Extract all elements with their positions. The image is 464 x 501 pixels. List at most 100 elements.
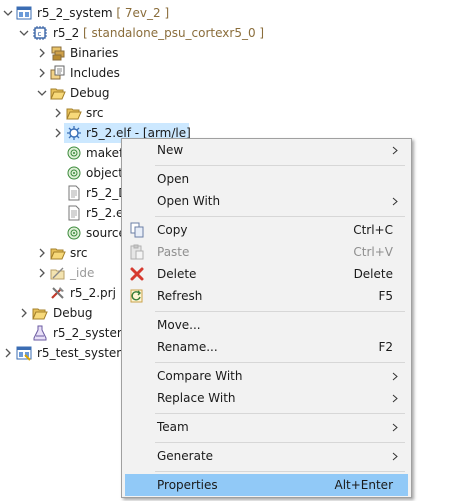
tree-label: source xyxy=(86,226,126,240)
tree-item-r5_2_el[interactable]: r5_2.el xyxy=(0,203,127,223)
tree-item-r5_2_d[interactable]: r5_2_D xyxy=(0,183,127,203)
includes-icon xyxy=(50,65,65,80)
folder-ignored-icon xyxy=(50,267,65,280)
project-name: r5_2 xyxy=(53,26,80,40)
menu-item-shortcut: Delete xyxy=(353,267,393,281)
makefile-icon xyxy=(67,226,81,240)
tree-label: Binaries xyxy=(70,46,119,60)
system-project-icon xyxy=(16,6,32,20)
tree-label: r5_2.prj xyxy=(70,286,116,300)
menu-item-rename[interactable]: Rename... F2 xyxy=(125,336,408,358)
menu-item-label: Refresh xyxy=(157,289,203,303)
text-file-icon xyxy=(68,205,80,221)
copy-icon xyxy=(130,222,144,238)
project-settings-icon xyxy=(51,287,64,299)
tree-item-objects[interactable]: object xyxy=(0,163,123,183)
tree-label: _ide xyxy=(70,266,95,280)
menu-item-new[interactable]: New xyxy=(125,139,408,161)
menu-item-move[interactable]: Move... xyxy=(125,314,408,336)
tree-label: Debug xyxy=(53,306,93,320)
tree-item-r5_2_system[interactable]: r5_2_system [ 7ev_2 ] xyxy=(0,3,250,23)
delete-icon xyxy=(130,267,144,281)
menu-item-generate[interactable]: Generate xyxy=(125,445,408,467)
collapsed-chevron-icon[interactable] xyxy=(52,123,64,143)
menu-item-label: Open With xyxy=(157,194,221,208)
menu-item-shortcut: Alt+Enter xyxy=(334,478,393,492)
menu-item-replace-with[interactable]: Replace With xyxy=(125,387,408,409)
menu-item-copy[interactable]: Copy Ctrl+C xyxy=(125,219,408,241)
menu-separator xyxy=(155,471,405,472)
tree-item-makefile[interactable]: makef xyxy=(0,143,123,163)
menu-item-label: Move... xyxy=(157,318,201,332)
application-project-icon: c xyxy=(33,26,47,40)
menu-item-open[interactable]: Open xyxy=(125,168,408,190)
folder-icon xyxy=(66,108,82,120)
system-project-icon xyxy=(16,346,32,361)
menu-item-refresh[interactable]: Refresh F5 xyxy=(125,285,408,307)
collapsed-chevron-icon[interactable] xyxy=(2,343,14,363)
tree-item-elf-controls[interactable] xyxy=(0,123,64,143)
refresh-icon xyxy=(130,289,143,303)
tree-item-includes[interactable]: Includes xyxy=(0,63,200,83)
submenu-arrow-icon xyxy=(392,394,398,403)
menu-separator xyxy=(155,216,405,217)
menu-item-label: Compare With xyxy=(157,369,243,383)
project-decoration: [ standalone_psu_cortexr5_0 ] xyxy=(83,26,265,40)
tree-label: Debug xyxy=(70,86,110,100)
tree-item-sources[interactable]: source xyxy=(0,223,126,243)
collapsed-chevron-icon[interactable] xyxy=(36,63,48,83)
menu-item-label: New xyxy=(157,143,184,157)
tree-label: Includes xyxy=(70,66,120,80)
tree-item-debug-src[interactable]: src xyxy=(0,103,200,123)
menu-separator xyxy=(155,413,405,414)
menu-item-compare-with[interactable]: Compare With xyxy=(125,365,408,387)
tree-item-debug[interactable]: Debug xyxy=(0,83,200,103)
tree-label: object xyxy=(86,166,123,180)
tree-label: src xyxy=(86,106,104,120)
launch-icon xyxy=(33,325,47,341)
folder-icon xyxy=(32,308,48,320)
menu-item-delete[interactable]: Delete Delete xyxy=(125,263,408,285)
tree-item-r5_2[interactable]: c r5_2 [ standalone_psu_cortexr5_0 ] xyxy=(0,23,300,43)
menu-item-paste[interactable]: Paste Ctrl+V xyxy=(125,241,408,263)
elf-binary-icon xyxy=(67,126,81,140)
menu-item-properties[interactable]: Properties Alt+Enter xyxy=(125,474,408,496)
tree-item-r5_test_system[interactable]: r5_test_system xyxy=(0,343,128,363)
menu-separator xyxy=(155,311,405,312)
menu-separator xyxy=(155,165,405,166)
project-decoration: [ 7ev_2 ] xyxy=(116,6,170,20)
menu-item-open-with[interactable]: Open With xyxy=(125,190,408,212)
menu-item-label: Copy xyxy=(157,223,188,237)
expanded-chevron-icon[interactable] xyxy=(18,23,30,43)
tree-label: r5_2.el xyxy=(86,206,127,220)
menu-item-label: Paste xyxy=(157,245,190,259)
collapsed-chevron-icon[interactable] xyxy=(18,303,30,323)
binaries-icon xyxy=(51,46,65,61)
collapsed-chevron-icon[interactable] xyxy=(36,43,48,63)
expanded-chevron-icon[interactable] xyxy=(36,83,48,103)
menu-separator xyxy=(155,442,405,443)
collapsed-chevron-icon[interactable] xyxy=(36,243,48,263)
text-file-icon xyxy=(68,185,80,201)
submenu-arrow-icon xyxy=(392,372,398,381)
menu-item-label: Open xyxy=(157,172,190,186)
menu-item-label: Generate xyxy=(157,449,214,463)
tree-item-system-debug[interactable]: Debug xyxy=(0,303,121,323)
folder-icon xyxy=(50,248,66,260)
context-menu: New Open Open With Copy Ctrl+C Paste Ctr… xyxy=(121,138,412,498)
menu-item-team[interactable]: Team xyxy=(125,416,408,438)
tree-item-ide[interactable]: _ide xyxy=(0,263,121,283)
menu-item-label: Delete xyxy=(157,267,197,281)
tree-item-system-file[interactable]: r5_2_system xyxy=(0,323,129,343)
expanded-chevron-icon[interactable] xyxy=(2,3,14,23)
menu-item-label: Team xyxy=(157,420,189,434)
collapsed-chevron-icon[interactable] xyxy=(52,103,64,123)
tree-item-binaries[interactable]: Binaries xyxy=(0,43,200,63)
tree-item-src[interactable]: src xyxy=(0,243,121,263)
tree-label: r5_2_D xyxy=(86,186,128,200)
menu-item-shortcut: F5 xyxy=(378,289,393,303)
tree-item-prj[interactable]: r5_2.prj xyxy=(0,283,121,303)
menu-item-shortcut: Ctrl+C xyxy=(353,223,393,237)
tree-label: r5_test_system xyxy=(37,346,128,360)
collapsed-chevron-icon[interactable] xyxy=(36,263,48,283)
